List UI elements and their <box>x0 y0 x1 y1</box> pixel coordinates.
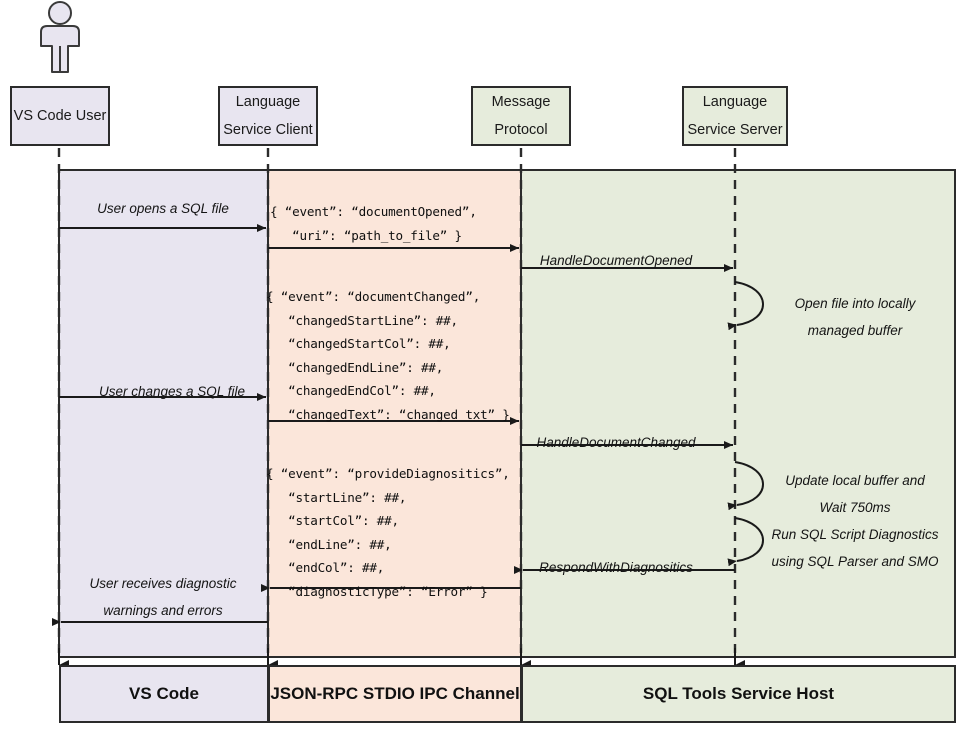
actor-figure <box>40 1 80 73</box>
band-tools-host <box>520 169 956 658</box>
selfcall-open-file-line-1: Open file into locally <box>794 296 916 311</box>
message-arrows <box>52 224 735 626</box>
footer-tools-host[interactable]: SQL Tools Service Host <box>521 665 956 723</box>
footer-vs-code[interactable]: VS Code <box>59 665 269 723</box>
participant-label-line-2: Service Server <box>687 122 783 138</box>
payload-document-opened: { “event”: “documentOpened”, “uri”: “pat… <box>270 204 477 243</box>
label-handle-document-opened: HandleDocumentOpened <box>539 253 693 268</box>
label-handle-document-changed: HandleDocumentChanged <box>536 435 696 450</box>
participant-language-service-client[interactable]: Language Service Client <box>218 86 318 146</box>
self-call-loops <box>727 281 764 567</box>
participant-label-line-2: Service Client <box>223 122 313 138</box>
lifelines <box>57 148 737 660</box>
footer-label: SQL Tools Service Host <box>642 684 835 703</box>
participant-label-line-2: Protocol <box>494 122 548 138</box>
participant-message-protocol[interactable]: Message Protocol <box>471 86 571 146</box>
selfcall-run-diagnostics-loop <box>727 517 764 567</box>
selfcall-update-buffer-loop <box>727 461 764 511</box>
label-user-opens-sql-file: User opens a SQL file <box>97 201 229 216</box>
selfcall-open-file-line-2: managed buffer <box>807 323 903 338</box>
selfcall-run-diagnostics-line-1: Run SQL Script Diagnostics <box>771 527 939 542</box>
participant-label-line-1: Language <box>702 93 768 110</box>
participant-label-line-1: Message <box>491 93 551 110</box>
footer-label: JSON-RPC STDIO IPC Channel <box>270 684 520 703</box>
label-user-changes-sql-file: User changes a SQL file <box>98 384 246 399</box>
footer-json-rpc[interactable]: JSON-RPC STDIO IPC Channel <box>268 665 522 723</box>
band-vs-code <box>58 169 269 658</box>
payload-document-changed: { “event”: “documentChanged”, “changedSt… <box>266 289 510 422</box>
selfcall-update-buffer-line-2: Wait 750ms <box>819 500 891 515</box>
band-json-rpc <box>267 169 522 658</box>
participant-language-service-server[interactable]: Language Service Server <box>682 86 788 146</box>
selfcall-run-diagnostics-line-2: using SQL Parser and SMO <box>771 554 939 569</box>
label-user-receives-diagnostics-line-2: warnings and errors <box>103 603 223 618</box>
payload-provide-diagnositics: { “event”: “provideDiagnositics”, “start… <box>266 466 510 599</box>
lifeline-terminators <box>58 648 745 670</box>
selfcall-open-file-loop <box>727 281 764 331</box>
label-user-receives-diagnostics-line-1: User receives diagnostic <box>89 576 237 591</box>
participant-label-line-1: VS Code User <box>13 107 107 124</box>
participant-label-line-1: Language <box>235 93 301 110</box>
participant-vs-code-user[interactable]: VS Code User <box>10 86 110 146</box>
label-respond-with-diagnositics: RespondWithDiagnositics <box>539 560 693 575</box>
footer-label: VS Code <box>129 684 199 703</box>
background-bands <box>58 169 956 658</box>
selfcall-update-buffer-line-1: Update local buffer and <box>785 473 925 488</box>
